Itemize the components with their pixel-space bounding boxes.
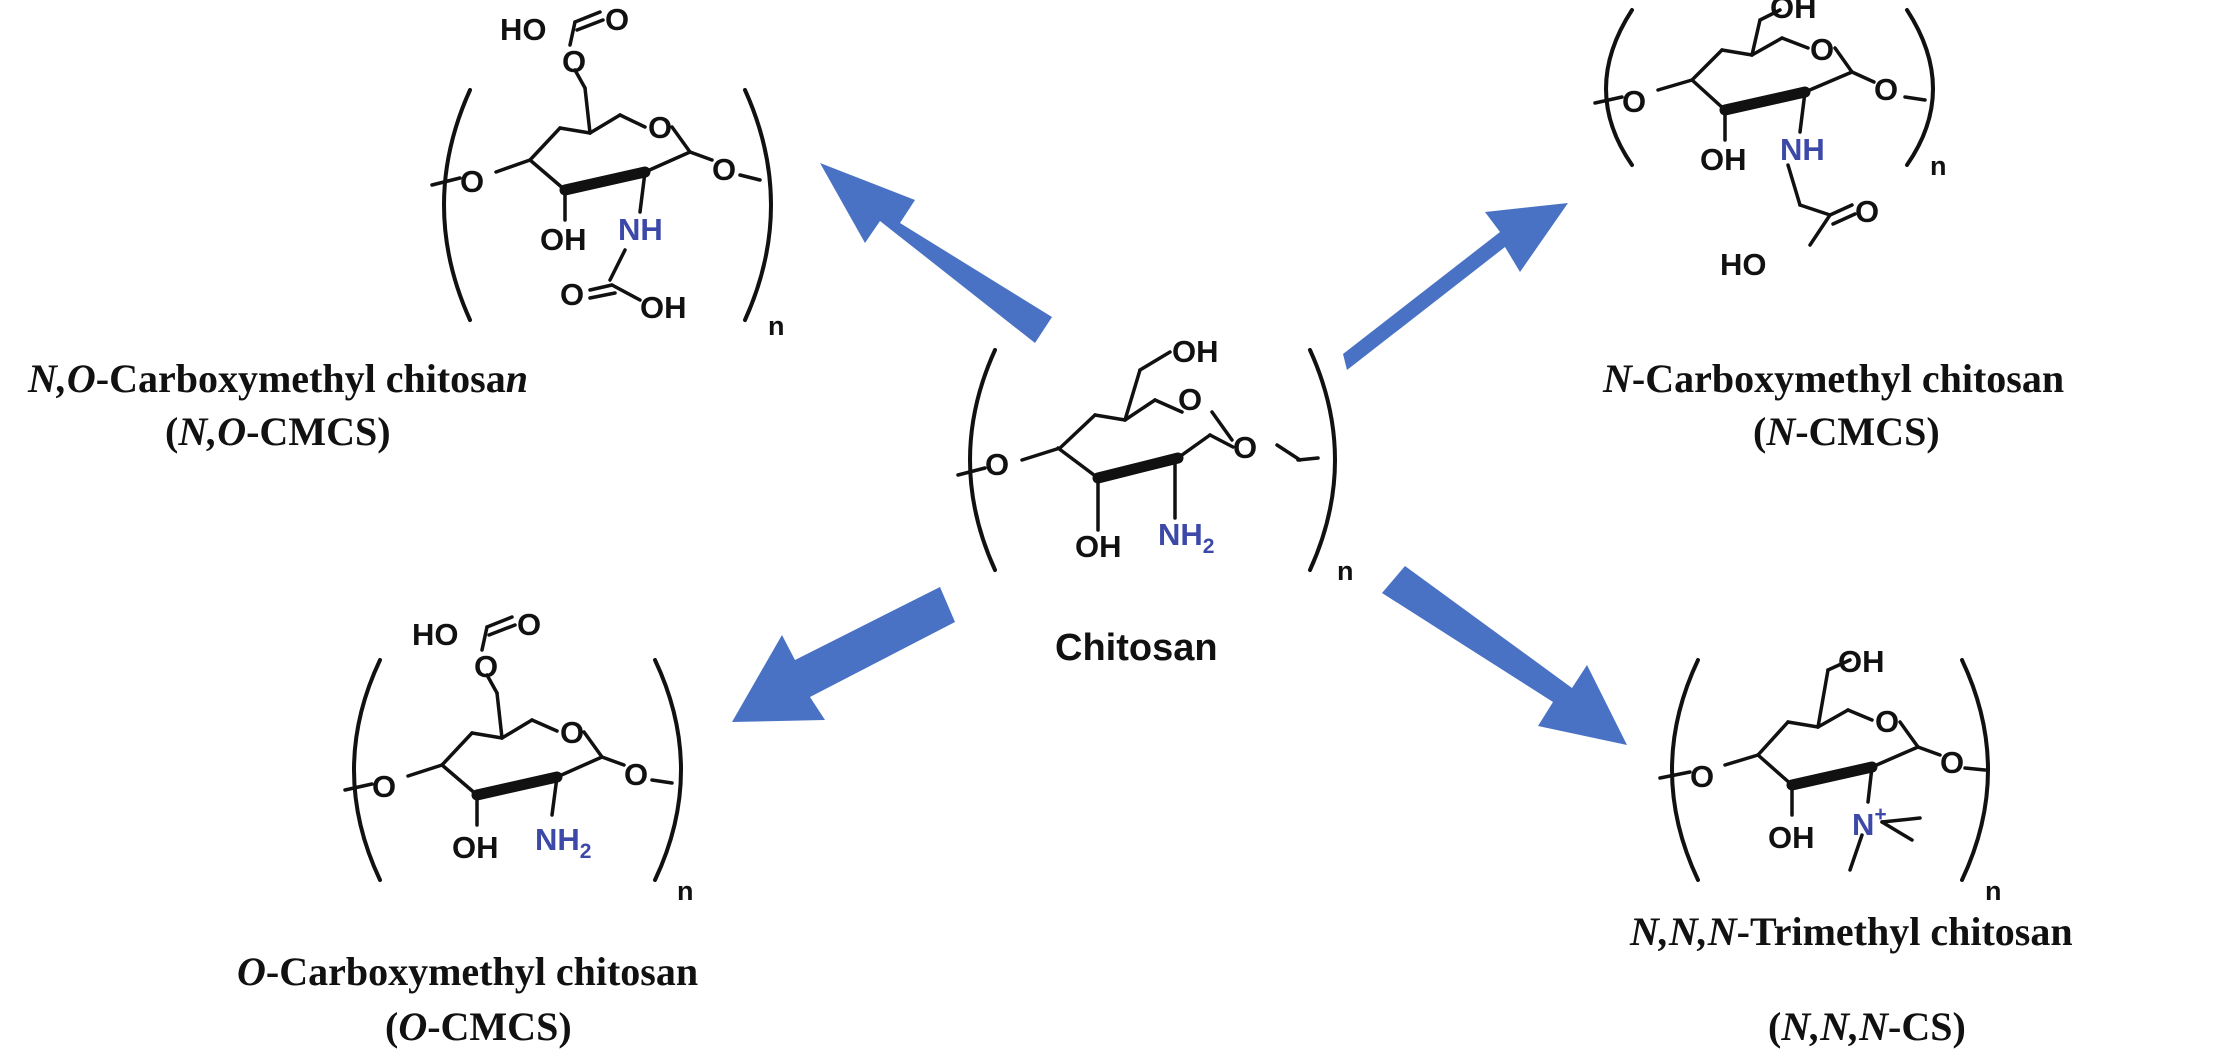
carboxyl-hydroxyl: HO [500,12,547,47]
nnn-cs-caption: N,N,N-Trimethyl chitosan [1629,909,2073,954]
carboxyl-hydroxyl: HO [412,617,459,652]
link-oxygen-left: O [372,769,396,804]
hydroxyl-c6: OH [1172,334,1219,369]
hydroxyl-c3: OH [540,222,587,257]
link-oxygen-right: O [624,757,648,792]
nnn-cs-structure: n OH O O O OH N+ N,N,N-Trimethyl chitosa… [1629,644,2073,1049]
ring-oxygen: O [1810,32,1834,67]
right-parenthesis [1308,348,1337,572]
hydroxyl-c3: OH [1768,820,1815,855]
arrow-to-top-right [1343,203,1568,370]
link-oxygen-left: O [1690,759,1714,794]
link-oxygen-right: O [712,152,736,187]
no-cmcs-caption: N,O-Carboxymethyl chitosan [27,356,528,401]
o-cmcs-caption: O-Carboxymethyl chitosan [237,949,698,994]
quaternary-ammonium: N+ [1852,803,1887,842]
chitosan-label: Chitosan [1055,627,1218,669]
link-oxygen-right: O [1940,745,1964,780]
link-oxygen-right: O [1233,430,1257,465]
chitosan-structure: n O O O OH OH NH2 Chitosan [956,334,1354,669]
carbonyl-oxygen-bottom: O [560,277,584,312]
carboxyl-hydroxyl-bottom: OH [640,290,687,325]
arrow-to-top-left [820,163,1052,343]
n-cmcs-structure: n OH O O O OH NH HO O N-Carboxymethyl ch… [1593,0,2064,454]
link-oxygen-left: O [1622,84,1646,119]
amine-group: NH2 [1158,517,1214,558]
hydroxyl-c3: OH [452,830,499,865]
no-cmcs-structure: n HO O O O O O OH NH O OH N,O-Carboxym [27,2,785,454]
hydroxyl-c6: OH [1770,0,1817,25]
repeat-subscript: n [1930,151,1947,181]
ring-oxygen: O [560,715,584,750]
hydroxyl-c3: OH [1075,529,1122,564]
n-cmcs-caption: N-Carboxymethyl chitosan [1602,356,2064,401]
nnn-cs-abbreviation: (N,N,N-CS) [1768,1004,1966,1049]
ring-oxygen: O [648,110,672,145]
hydroxyl-c6: OH [1838,644,1885,679]
hydroxyl-c3: OH [1700,142,1747,177]
repeat-subscript: n [1337,556,1354,586]
carboxyl-hydroxyl: HO [1720,247,1767,282]
link-oxygen-left: O [985,447,1009,482]
repeat-subscript: n [1985,876,2002,906]
o-cmcs-abbreviation: (O-CMCS) [385,1004,572,1049]
carbonyl-oxygen: O [517,607,541,642]
ring-oxygen: O [1178,382,1202,417]
amine-nitrogen: NH [1780,132,1825,167]
repeat-subscript: n [768,311,785,341]
o-cmcs-structure: n HO O O O O O OH NH2 O-Carboxymethyl ch… [237,607,698,1049]
arrow-to-bottom-right [1382,566,1627,745]
amine-group: NH2 [535,822,591,863]
ester-oxygen: O [474,649,498,684]
left-parenthesis [968,348,997,572]
ester-oxygen: O [562,44,586,79]
link-oxygen-left: O [460,164,484,199]
amide-nitrogen: NH [618,212,663,247]
arrow-to-bottom-left [732,587,955,722]
no-cmcs-abbreviation: (N,O-CMCS) [165,409,391,454]
n-cmcs-abbreviation: (N-CMCS) [1753,409,1940,454]
carbonyl-oxygen-top: O [605,2,629,37]
ring-oxygen: O [1875,704,1899,739]
link-oxygen-right: O [1874,72,1898,107]
carbonyl-oxygen: O [1855,194,1879,229]
repeat-subscript: n [677,876,694,906]
